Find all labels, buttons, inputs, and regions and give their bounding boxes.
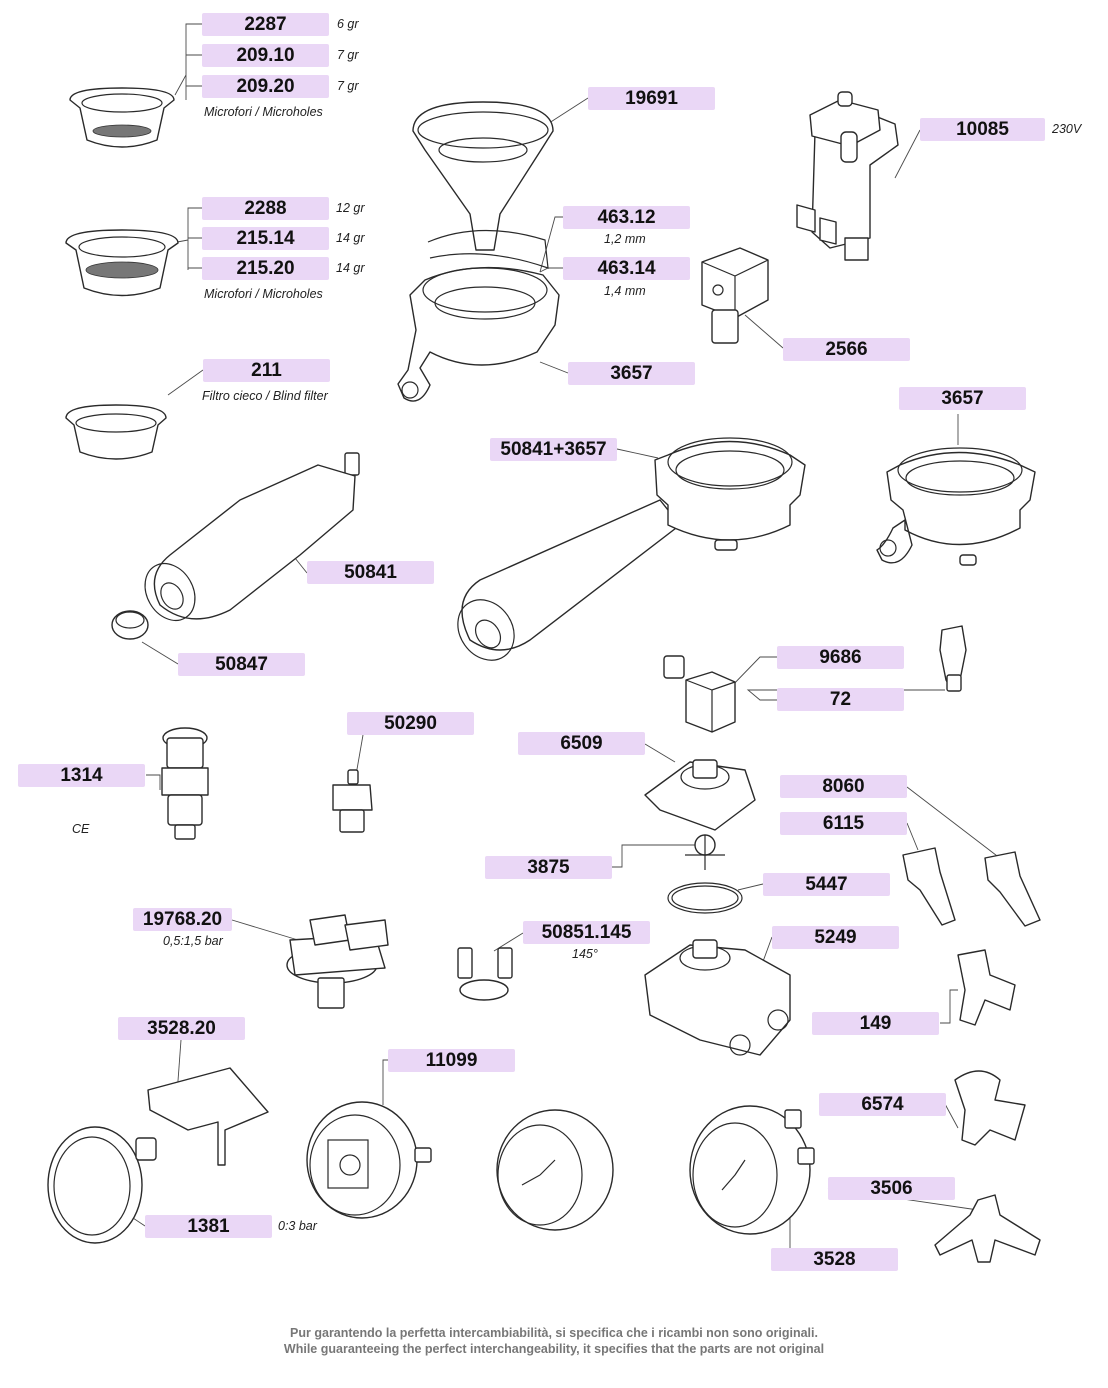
note-1-2-mm: 1,2 mm: [604, 232, 646, 246]
part-label-3506[interactable]: 3506: [828, 1177, 955, 1200]
note-microholes-2: Microfori / Microholes: [204, 287, 323, 301]
gauge-3528: [689, 1105, 815, 1235]
part-label-2287[interactable]: 2287: [202, 13, 329, 36]
part-label-6509[interactable]: 6509: [518, 732, 645, 755]
part-label-1381[interactable]: 1381: [145, 1215, 272, 1238]
note-14-gr-b: 14 gr: [336, 261, 365, 275]
gauge-11099: [306, 1101, 432, 1219]
part-label-215-20[interactable]: 215.20: [202, 257, 329, 280]
group-head-gasket-body: [397, 229, 560, 402]
part-label-5249[interactable]: 5249: [772, 926, 899, 949]
note-bar-0-3: 0:3 bar: [278, 1219, 317, 1233]
anti-vacuum-valve: [161, 727, 209, 840]
part-label-6115[interactable]: 6115: [780, 812, 907, 835]
spout-6115: [902, 847, 956, 926]
gauge-large: [496, 1109, 614, 1231]
thermostat: [457, 947, 513, 1001]
note-230v: 230V: [1052, 122, 1082, 136]
part-label-19691[interactable]: 19691: [588, 87, 715, 110]
part-label-11099[interactable]: 11099: [388, 1049, 515, 1072]
part-label-8060[interactable]: 8060: [780, 775, 907, 798]
solenoid-valve: [796, 91, 899, 261]
filter-basket-single: [69, 87, 175, 148]
note-14-gr-a: 14 gr: [336, 231, 365, 245]
part-label-50847[interactable]: 50847: [178, 653, 305, 676]
note-145-deg: 145°: [572, 947, 598, 961]
coil-connector: [701, 247, 769, 344]
part-label-6574[interactable]: 6574: [819, 1093, 946, 1116]
part-label-3528-20[interactable]: 3528.20: [118, 1017, 245, 1040]
part-label-3875[interactable]: 3875: [485, 856, 612, 879]
part-label-215-14[interactable]: 215.14: [202, 227, 329, 250]
disclaimer-italian: Pur garantendo la perfetta intercambiabi…: [290, 1326, 818, 1340]
flowmeter: [644, 759, 756, 831]
part-label-72[interactable]: 72: [777, 688, 904, 711]
note-ce: CE: [72, 822, 90, 836]
note-7-gr-b: 7 gr: [337, 79, 359, 93]
part-label-2566[interactable]: 2566: [783, 338, 910, 361]
part-label-50841-3657[interactable]: 50841+3657: [490, 438, 617, 461]
impeller: [685, 834, 725, 870]
part-label-10085[interactable]: 10085: [920, 118, 1045, 141]
spout-8060: [984, 851, 1041, 927]
part-label-209-10[interactable]: 209.10: [202, 44, 329, 67]
spout-149: [957, 949, 1016, 1026]
part-label-2288[interactable]: 2288: [202, 197, 329, 220]
part-label-9686[interactable]: 9686: [777, 646, 904, 669]
part-label-50841[interactable]: 50841: [307, 561, 434, 584]
part-label-209-20[interactable]: 209.20: [202, 75, 329, 98]
part-label-3657-body[interactable]: 3657: [899, 387, 1026, 410]
part-label-463-14[interactable]: 463.14: [563, 257, 690, 280]
note-microholes-1: Microfori / Microholes: [204, 105, 323, 119]
note-7-gr-a: 7 gr: [337, 48, 359, 62]
gauge-1381: [47, 1126, 157, 1244]
part-label-5447[interactable]: 5447: [763, 873, 890, 896]
portafilter-handle: [144, 452, 360, 622]
note-12-gr: 12 gr: [336, 201, 365, 215]
handle-end-cap: [111, 610, 149, 640]
compression-fitting: [939, 625, 967, 692]
note-1-4-mm: 1,4 mm: [604, 284, 646, 298]
part-label-149[interactable]: 149: [812, 1012, 939, 1035]
spout-3506: [934, 1194, 1041, 1263]
filter-basket-double: [65, 229, 179, 297]
pressure-switch-small: [332, 769, 373, 833]
note-blind-filter: Filtro cieco / Blind filter: [202, 389, 328, 403]
part-label-463-12[interactable]: 463.12: [563, 206, 690, 229]
flowmeter-complete: [644, 939, 791, 1056]
part-label-50290[interactable]: 50290: [347, 712, 474, 735]
part-label-1314[interactable]: 1314: [18, 764, 145, 787]
o-ring: [667, 882, 743, 914]
dispersion-funnel: [412, 101, 554, 251]
filter-basket-blind: [65, 404, 167, 460]
gauge-bracket: [147, 1067, 269, 1166]
spout-6574: [954, 1070, 1026, 1146]
part-label-211[interactable]: 211: [203, 359, 330, 382]
part-label-3657-group[interactable]: 3657: [568, 362, 695, 385]
note-6-gr: 6 gr: [337, 17, 359, 31]
coil-small: [663, 655, 736, 733]
part-label-19768-20[interactable]: 19768.20: [133, 908, 232, 931]
note-bar-0-5-1-5: 0,5:1,5 bar: [163, 934, 223, 948]
pressure-switch-large: [286, 914, 389, 1009]
portafilter-body: [876, 447, 1036, 566]
disclaimer-english: While guaranteeing the perfect interchan…: [283, 1342, 825, 1356]
part-label-3528[interactable]: 3528: [771, 1248, 898, 1271]
part-label-50851-145[interactable]: 50851.145: [523, 921, 650, 944]
portafilter-complete: [457, 437, 806, 661]
